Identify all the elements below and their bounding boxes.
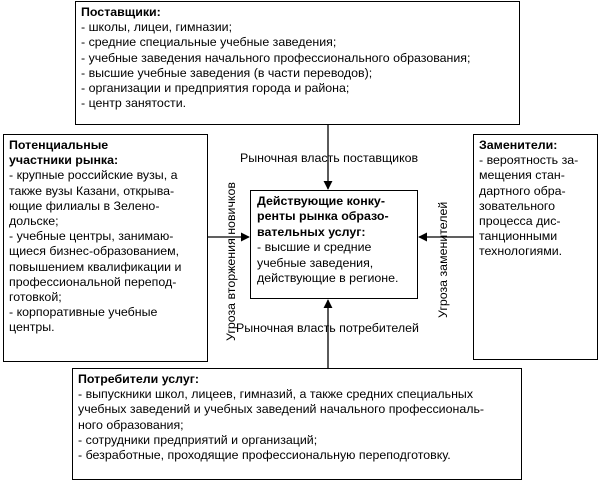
potential-line: повышением квалификации и [9, 259, 182, 274]
consumers-power-label: Рыночная власть потребителей [236, 321, 419, 335]
potential-line: профессиональной перепод- [9, 274, 177, 289]
substitutes-line: танционными [479, 229, 558, 244]
potential-line: также вузы Казани, открыва- [9, 183, 175, 198]
competitors-title-line: Действующие конку- [257, 194, 385, 208]
competitors-line: учебные заведения, [257, 255, 374, 270]
consumers-line: ного образования; [78, 417, 184, 432]
new-entrants-threat-label: Угроза вторжения новичков [224, 182, 238, 341]
potential-line: ющие филиалы в Зелено- [9, 198, 160, 213]
competitors-line: действующие в регионе. [257, 271, 399, 286]
substitutes-line: - вероятность за- [479, 153, 579, 168]
potential-entrants-box: Потенциальные участники рынка: - крупные… [3, 134, 208, 362]
consumers-box: Потребители услуг: - выпускники школ, ли… [72, 368, 522, 480]
potential-title-line: участники рынка: [9, 153, 119, 168]
consumers-title: Потребители услуг: [78, 372, 200, 386]
suppliers-item: - организации и предприятия города и рай… [81, 81, 350, 96]
suppliers-item: - школы, лицеи, гимназии; [81, 20, 233, 35]
substitutes-box: Заменители: - вероятность за- мещения ст… [473, 134, 598, 360]
potential-line: щиеся бизнес-образованием, [9, 244, 180, 259]
suppliers-item: - центр занятости. [81, 96, 187, 111]
competitors-title-line: ренты рынка образо- [257, 209, 389, 224]
potential-line: - учебные центры, занимаю- [9, 229, 174, 244]
suppliers-title: Поставщики: [81, 5, 161, 19]
competitors-line: - высшие и средние [257, 240, 372, 255]
potential-line: - крупные российские вузы, а [9, 168, 178, 183]
substitutes-line: технологиями. [479, 244, 563, 259]
potential-title-line: Потенциальные [9, 138, 109, 152]
potential-line: - корпоративные учебные [9, 305, 158, 320]
potential-line: готовкой; [9, 290, 62, 305]
substitutes-line: процесса дис- [479, 214, 561, 229]
suppliers-power-label: Рыночная власть поставщиков [240, 151, 419, 165]
consumers-line: - выпускники школ, лицеев, гимназий, а т… [78, 387, 474, 402]
suppliers-item: - учебные заведения начального профессио… [81, 50, 471, 65]
consumers-line: - безработные, проходящие профессиональн… [78, 448, 451, 463]
substitutes-threat-label: Угроза заменителей [436, 201, 450, 318]
substitutes-title: Заменители: [479, 138, 558, 152]
potential-line: центры. [9, 320, 55, 335]
suppliers-box: Поставщики: - школы, лицеи, гимназии; - … [75, 1, 520, 125]
substitutes-line: мещения стан- [479, 168, 565, 183]
suppliers-item: - средние специальные учебные заведения; [81, 35, 337, 50]
competitors-title-line: вательных услуг: [257, 224, 366, 239]
suppliers-item: - высшие учебные заведения (в части пере… [81, 65, 373, 80]
substitutes-line: дартного обра- [479, 183, 566, 198]
consumers-line: учебных заведений и учебных заведений на… [78, 402, 485, 417]
consumers-line: - сотрудники предприятий и организаций; [78, 432, 318, 447]
potential-line: дольске; [9, 214, 59, 229]
substitutes-line: зовательного [479, 198, 556, 213]
competitors-box: Действующие конку- ренты рынка образо- в… [250, 190, 418, 299]
